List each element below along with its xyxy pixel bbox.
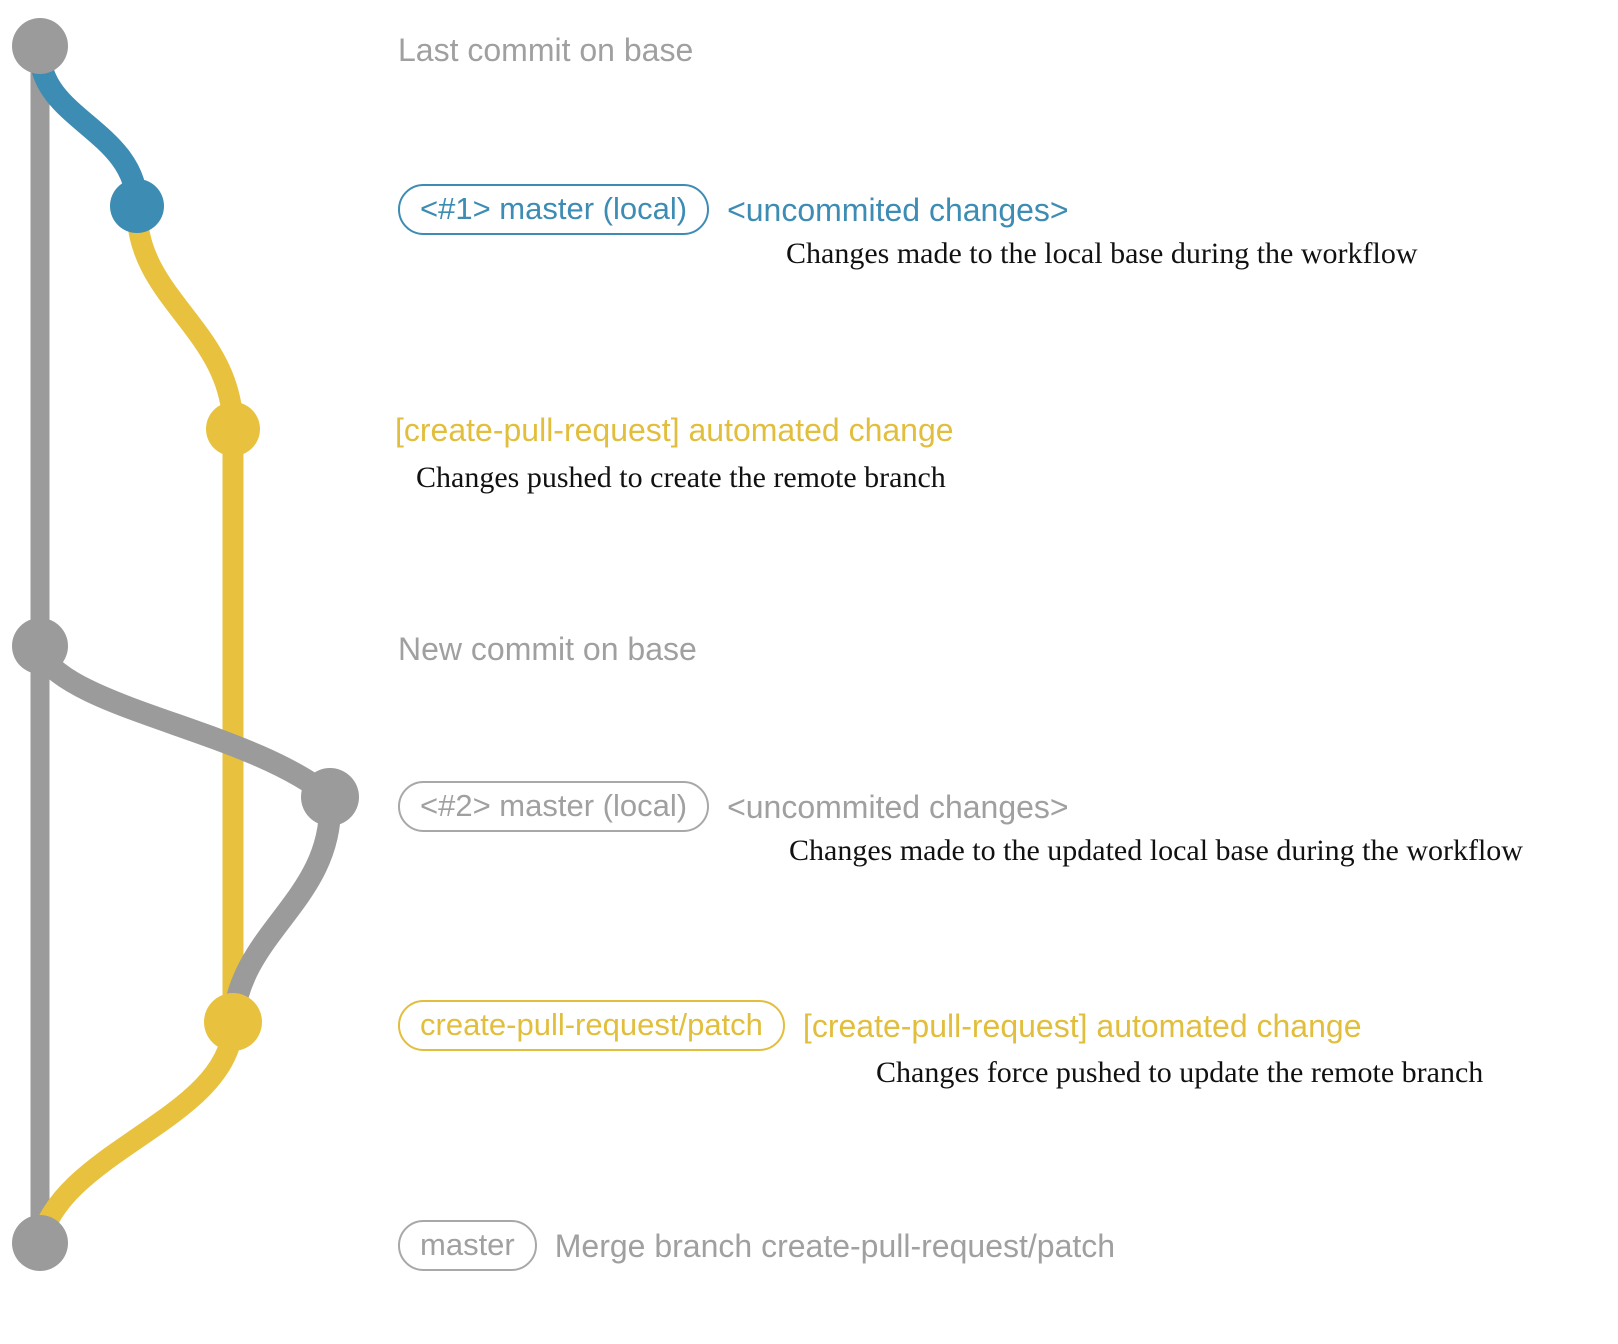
node-local-2 xyxy=(301,768,359,826)
row-merge-commit: master Merge branch create-pull-request/… xyxy=(398,1220,1115,1271)
node-patch-2 xyxy=(204,993,262,1051)
subject-master-local-2: <uncommited changes> xyxy=(727,788,1069,825)
subject-merge-commit: Merge branch create-pull-request/patch xyxy=(554,1227,1116,1264)
edge-local1-to-patch1 xyxy=(126,199,244,440)
badge-create-pull-request-patch[interactable]: create-pull-request/patch xyxy=(398,1000,785,1051)
note-automated-change-1: Changes pushed to create the remote bran… xyxy=(416,461,946,494)
row-automated-change-2: create-pull-request/patch [create-pull-r… xyxy=(398,1000,1361,1051)
subject-master-local-1: <uncommited changes> xyxy=(727,191,1069,228)
label-new-commit-on-base: New commit on base xyxy=(398,631,697,667)
edge-base-to-local1 xyxy=(29,41,148,217)
note-master-local-1: Changes made to the local base during th… xyxy=(786,237,1418,270)
edge-patch2-to-merge xyxy=(29,1015,244,1254)
node-base-new xyxy=(12,618,68,674)
label-last-commit-on-base: Last commit on base xyxy=(398,32,694,68)
subject-automated-change-1: [create-pull-request] automated change xyxy=(395,412,954,448)
badge-master-local-1[interactable]: <#1> master (local) xyxy=(398,184,710,235)
note-master-local-2: Changes made to the updated local base d… xyxy=(789,834,1523,867)
node-patch-1 xyxy=(206,402,260,456)
note-automated-change-2: Changes force pushed to update the remot… xyxy=(876,1056,1484,1089)
edge-local2-to-patch2 xyxy=(222,789,342,1033)
row-master-local-1: <#1> master (local) <uncommited changes> xyxy=(398,184,1069,235)
subject-automated-change-2: [create-pull-request] automated change xyxy=(802,1007,1362,1044)
node-base-top xyxy=(12,18,68,74)
edge-basenew-to-local2 xyxy=(29,641,341,808)
node-merge xyxy=(12,1215,68,1271)
row-automated-change-1: [create-pull-request] automated change xyxy=(395,414,954,446)
node-local-1 xyxy=(110,179,164,233)
badge-master-local-2[interactable]: <#2> master (local) xyxy=(398,781,710,832)
row-master-local-2: <#2> master (local) <uncommited changes> xyxy=(398,781,1069,832)
badge-master[interactable]: master xyxy=(398,1220,537,1271)
